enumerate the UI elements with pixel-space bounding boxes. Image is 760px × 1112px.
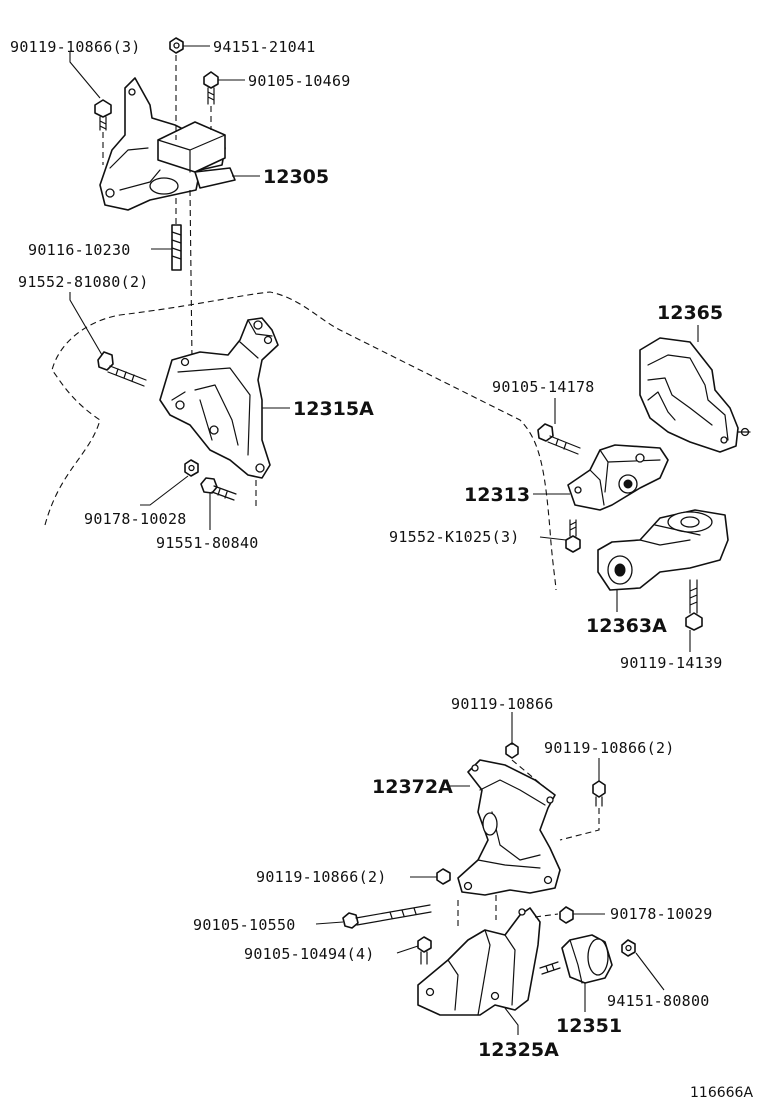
label-91551-80840: 91551-80840 xyxy=(156,534,259,552)
label-12363A: 12363A xyxy=(586,615,667,637)
label-90119-14139: 90119-14139 xyxy=(620,654,723,672)
bracket-12372A xyxy=(457,759,561,896)
label-12365: 12365 xyxy=(657,302,723,324)
label-90119-10866-2-left: 90119-10866(2) xyxy=(256,868,387,886)
bracket-12313 xyxy=(567,444,669,511)
label-91552-K1025-3: 91552-K1025(3) xyxy=(389,528,520,546)
rear-mount-12363A xyxy=(597,509,729,591)
label-90105-10494-4: 90105-10494(4) xyxy=(244,945,375,963)
cover-12365 xyxy=(639,337,751,453)
bolt-90119-10866-b xyxy=(592,780,606,807)
stud-90116-10230 xyxy=(171,224,182,271)
label-90105-14178: 90105-14178 xyxy=(492,378,595,396)
bracket-12325A xyxy=(417,907,541,1016)
bolt-90119-10866-c xyxy=(436,868,451,885)
label-12305: 12305 xyxy=(263,166,329,188)
label-12372A: 12372A xyxy=(372,776,453,798)
label-90119-10866-3-top: 90119-10866(3) xyxy=(10,38,141,56)
bolt-90105-10494 xyxy=(417,936,432,965)
label-90105-10550: 90105-10550 xyxy=(193,916,296,934)
bolt-91552-K1025 xyxy=(565,519,581,553)
bushing-12351 xyxy=(561,934,613,984)
bolt-91552-81080 xyxy=(97,351,147,387)
bolt-90119-10866-top xyxy=(94,99,112,131)
bolt-90105-10469 xyxy=(203,71,219,105)
label-90116-10230: 90116-10230 xyxy=(28,241,131,259)
label-12315A: 12315A xyxy=(293,398,374,420)
label-90178-10028: 90178-10028 xyxy=(84,510,187,528)
label-90105-10469: 90105-10469 xyxy=(248,72,351,90)
nut-94151-21041 xyxy=(169,37,184,54)
nut-90178-10029 xyxy=(559,906,574,924)
bolt-90119-10866-a xyxy=(505,742,519,759)
label-94151-80800: 94151-80800 xyxy=(607,992,710,1010)
nut-94151-80800 xyxy=(621,939,636,957)
engine-outline xyxy=(44,291,557,591)
label-94151-21041: 94151-21041 xyxy=(213,38,316,56)
bolt-91551-80840 xyxy=(200,477,237,501)
label-12325A: 12325A xyxy=(478,1039,559,1061)
label-90119-10866-2-right: 90119-10866(2) xyxy=(544,739,675,757)
leader-lines xyxy=(69,45,699,1035)
stud-12325A xyxy=(539,961,561,975)
figure-reference: 116666A xyxy=(690,1085,753,1101)
label-90178-10029: 90178-10029 xyxy=(610,905,713,923)
label-91552-81080-2: 91552-81080(2) xyxy=(18,273,149,291)
bolt-90105-10550 xyxy=(342,904,432,929)
bolt-90105-14178 xyxy=(537,423,581,455)
bolt-90119-14139 xyxy=(685,579,703,631)
engine-bracket-12315A xyxy=(159,317,279,479)
label-12351: 12351 xyxy=(556,1015,622,1037)
label-12313: 12313 xyxy=(464,484,530,506)
nut-90178-10028 xyxy=(184,459,199,477)
engine-mount-12305 xyxy=(99,77,236,211)
label-90119-10866-upper: 90119-10866 xyxy=(451,695,554,713)
